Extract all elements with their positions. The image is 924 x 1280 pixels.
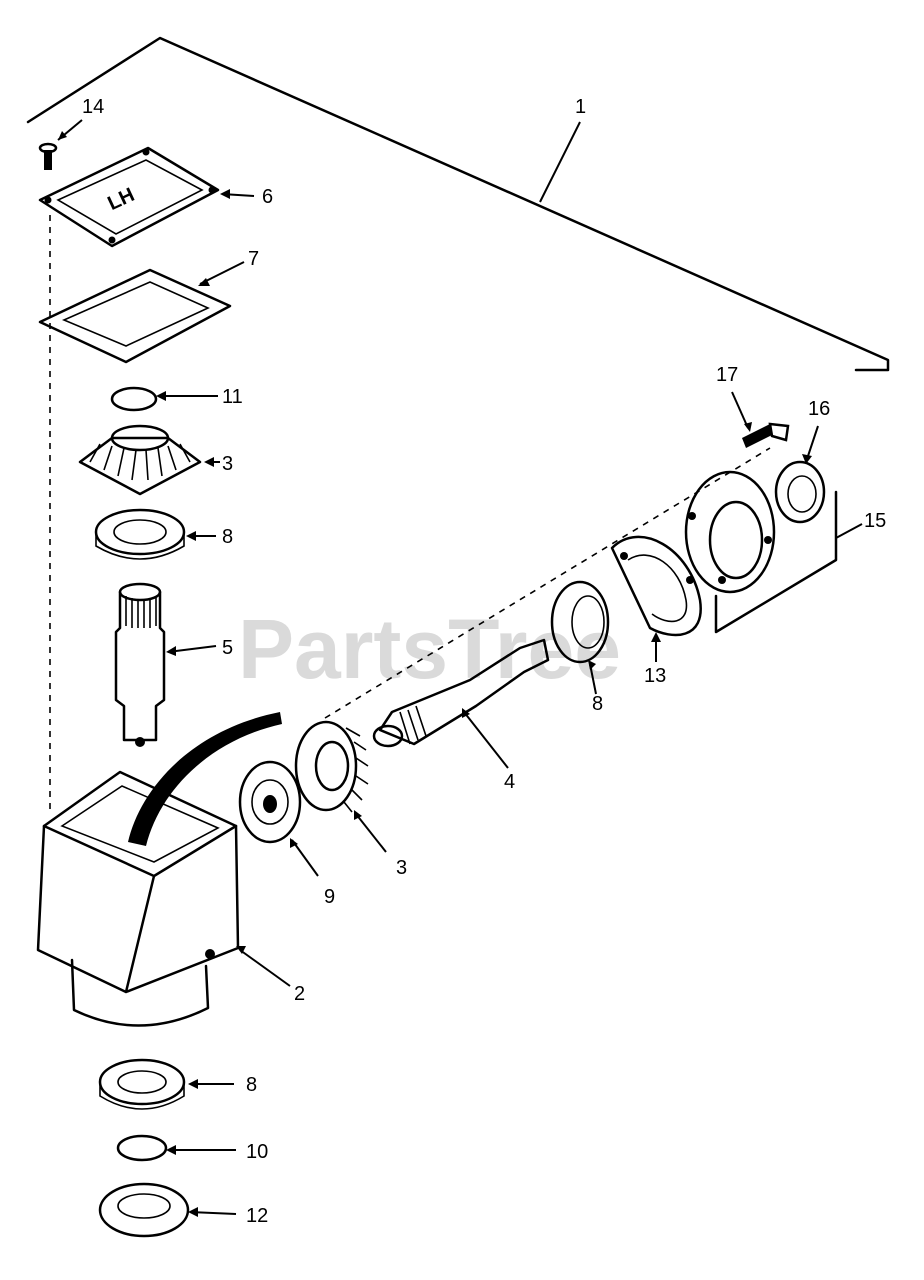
callout-11: 11 xyxy=(222,386,243,408)
seal-16 xyxy=(774,425,826,524)
cover-screw xyxy=(38,119,83,170)
callout-13: 13 xyxy=(644,665,666,687)
callout-2: 2 xyxy=(294,983,305,1005)
shim-13 xyxy=(610,535,702,662)
callout-7: 7 xyxy=(248,248,259,270)
bevel-gear-side xyxy=(294,720,387,853)
cap-screw xyxy=(731,391,790,448)
callout-10: 10 xyxy=(246,1141,268,1163)
callout-17: 17 xyxy=(716,364,738,386)
horizontal-shaft xyxy=(372,638,550,769)
callout-15: 15 xyxy=(864,510,886,532)
assembly-bracket xyxy=(26,36,890,372)
watermark: PartsTree xyxy=(238,602,621,696)
cover-marking: LH xyxy=(104,184,137,215)
callout-3-top: 3 xyxy=(222,453,233,475)
gasket xyxy=(38,261,245,364)
retaining-ring-10 xyxy=(116,1134,236,1162)
callout-16: 16 xyxy=(808,398,830,420)
callout-8-top: 8 xyxy=(222,526,233,548)
bearing-side xyxy=(550,580,610,695)
gearbox-cover: LH xyxy=(38,146,255,248)
callout-3-side: 3 xyxy=(396,857,407,879)
bearing-top xyxy=(94,508,216,560)
callout-1: 1 xyxy=(575,96,586,118)
callout-labels: 1 14 6 7 11 3 8 5 17 16 15 13 8 4 3 9 2 … xyxy=(82,96,886,1227)
callout-12: 12 xyxy=(246,1205,268,1227)
vertical-shaft xyxy=(114,582,217,747)
bevel-gear-top xyxy=(78,424,220,496)
callout-6: 6 xyxy=(262,186,273,208)
callout-5: 5 xyxy=(222,637,233,659)
callout-9: 9 xyxy=(324,886,335,908)
bearing-bottom xyxy=(98,1058,234,1110)
alignment-lines xyxy=(49,215,771,815)
bearing-cap xyxy=(684,470,863,634)
gearbox-housing xyxy=(36,712,291,1027)
seal-12 xyxy=(98,1182,237,1238)
callout-8-bottom: 8 xyxy=(246,1074,257,1096)
callout-8-side: 8 xyxy=(592,693,603,715)
callout-14: 14 xyxy=(82,96,104,118)
retaining-ring-11 xyxy=(110,386,218,412)
callout-4: 4 xyxy=(504,771,515,793)
bearing-9 xyxy=(238,760,319,877)
